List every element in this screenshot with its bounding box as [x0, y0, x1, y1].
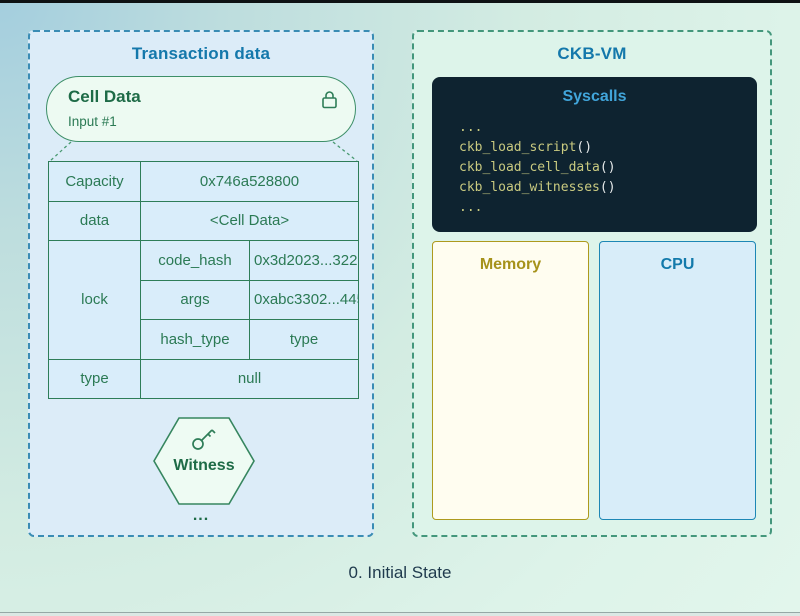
type-label: type	[48, 358, 141, 399]
args-value: 0xabc3302...4456	[249, 279, 359, 320]
window-bottom-edge	[0, 612, 800, 616]
table-row: hash_type type	[49, 319, 359, 360]
transaction-data-title: Transaction data	[131, 44, 271, 63]
syscalls-code: ... ckb_load_script() ckb_load_cell_data…	[459, 118, 757, 218]
table-row: type null	[48, 358, 359, 399]
hash-type-value: type	[249, 319, 359, 360]
data-label: data	[48, 200, 141, 241]
capacity-value: 0x746a528800	[140, 161, 359, 202]
args-label: args	[140, 279, 250, 320]
type-value: null	[140, 358, 359, 399]
key-icon	[192, 429, 216, 450]
code-hash-label: code_hash	[140, 240, 250, 281]
ckb-vm-title: CKB-VM	[557, 44, 627, 63]
witness-label: Witness	[173, 457, 235, 474]
window-top-edge	[0, 0, 800, 3]
lock-label: lock	[48, 240, 141, 360]
code-line: ckb_load_cell_data()	[459, 160, 616, 175]
witness-hexagon: Witness	[152, 416, 256, 506]
hexagon-shape	[153, 417, 255, 505]
syscalls-title: Syscalls	[562, 88, 627, 105]
lock-icon	[322, 91, 337, 109]
hash-type-label: hash_type	[140, 319, 250, 360]
cell-fields-table: Capacity 0x746a528800 data <Cell Data> l…	[48, 161, 359, 399]
code-line: ckb_load_witnesses()	[459, 180, 616, 195]
table-row: Capacity 0x746a528800	[48, 161, 359, 202]
cell-data-pill: Cell Data Input #1	[46, 76, 356, 142]
code-line: ckb_load_script()	[459, 140, 593, 155]
data-value: <Cell Data>	[140, 200, 359, 241]
ckb-vm-panel: CKB-VM Syscalls ... ckb_load_script() ck…	[412, 30, 772, 537]
memory-label: Memory	[479, 256, 542, 273]
more-witnesses-ellipsis: ...	[192, 507, 210, 524]
code-line: ...	[459, 120, 483, 135]
cell-data-input-label: Input #1	[68, 114, 117, 129]
cpu-box: CPU	[599, 241, 756, 520]
capacity-label: Capacity	[48, 161, 141, 202]
memory-box: Memory	[432, 241, 589, 520]
cell-data-title: Cell Data	[68, 87, 141, 106]
transaction-data-panel: Transaction data Cell Data Input #1 Capa…	[28, 30, 374, 537]
table-row: data <Cell Data>	[48, 200, 359, 241]
code-hash-value: 0x3d2023...3221	[249, 240, 359, 281]
table-row: lock code_hash 0x3d2023...3221	[48, 240, 359, 360]
cpu-label: CPU	[660, 256, 695, 273]
code-line: ...	[459, 200, 483, 215]
syscalls-box: Syscalls ... ckb_load_script() ckb_load_…	[432, 77, 757, 232]
step-caption: 0. Initial State	[348, 563, 452, 582]
